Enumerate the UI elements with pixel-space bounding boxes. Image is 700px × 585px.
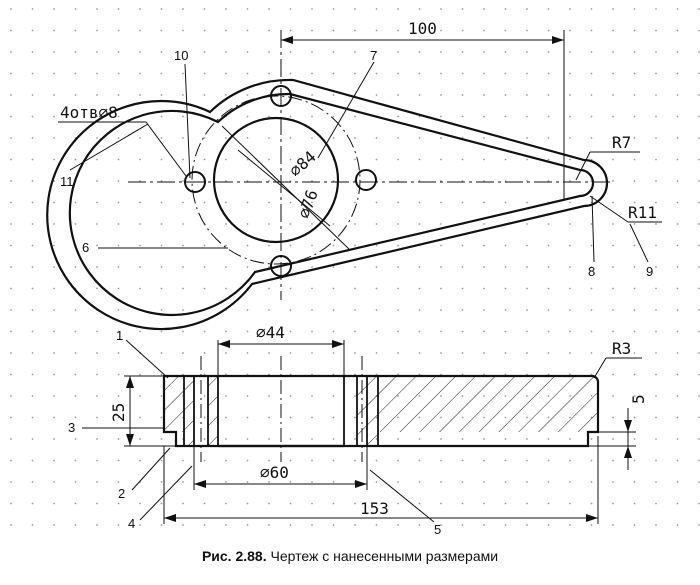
dim-h5: 5	[629, 394, 648, 404]
hatched-section-left	[164, 376, 185, 432]
bolt-circle	[191, 95, 361, 265]
top-view	[46, 30, 662, 331]
hole-right	[355, 169, 377, 191]
hatched-section-right	[378, 376, 598, 432]
callout-numbers: 1 2 3 4 5 6 7 8 9 10 11	[60, 48, 653, 537]
callout-10: 10	[174, 48, 188, 63]
outer-contour	[46, 78, 609, 331]
inner-contour	[68, 92, 595, 317]
callout-3: 3	[68, 420, 75, 435]
callout-6: 6	[82, 240, 89, 255]
callout-4: 4	[128, 516, 135, 531]
caption-label: Рис. 2.88.	[201, 548, 267, 564]
callout-2: 2	[118, 486, 125, 501]
dim-r3: R3	[612, 339, 631, 358]
dim-100: 100	[408, 19, 437, 38]
dim-holes: 4отв⌀8	[60, 103, 118, 122]
callout-11: 11	[60, 174, 74, 189]
dim-h25: 25	[109, 403, 128, 422]
dim-153: 153	[360, 499, 389, 518]
callout-8: 8	[588, 264, 595, 279]
dim-d60: ⌀60	[260, 463, 289, 482]
callout-5: 5	[434, 522, 441, 537]
dim-r7: R7	[612, 133, 631, 152]
caption-text: Чертеж с нанесенными размерами	[270, 548, 499, 564]
section-outline	[162, 374, 600, 448]
central-bore	[212, 116, 340, 244]
callout-7: 7	[370, 48, 377, 63]
dot-grid-background	[0, 0, 700, 540]
callout-9: 9	[646, 264, 653, 279]
callout-1: 1	[116, 328, 123, 343]
dim-d44: ⌀44	[256, 323, 285, 342]
dim-r11: R11	[628, 203, 657, 222]
hole-left	[184, 171, 206, 193]
front-view	[82, 339, 642, 524]
figure-caption: Рис. 2.88. Чертеж с нанесенными размерам…	[0, 548, 700, 564]
